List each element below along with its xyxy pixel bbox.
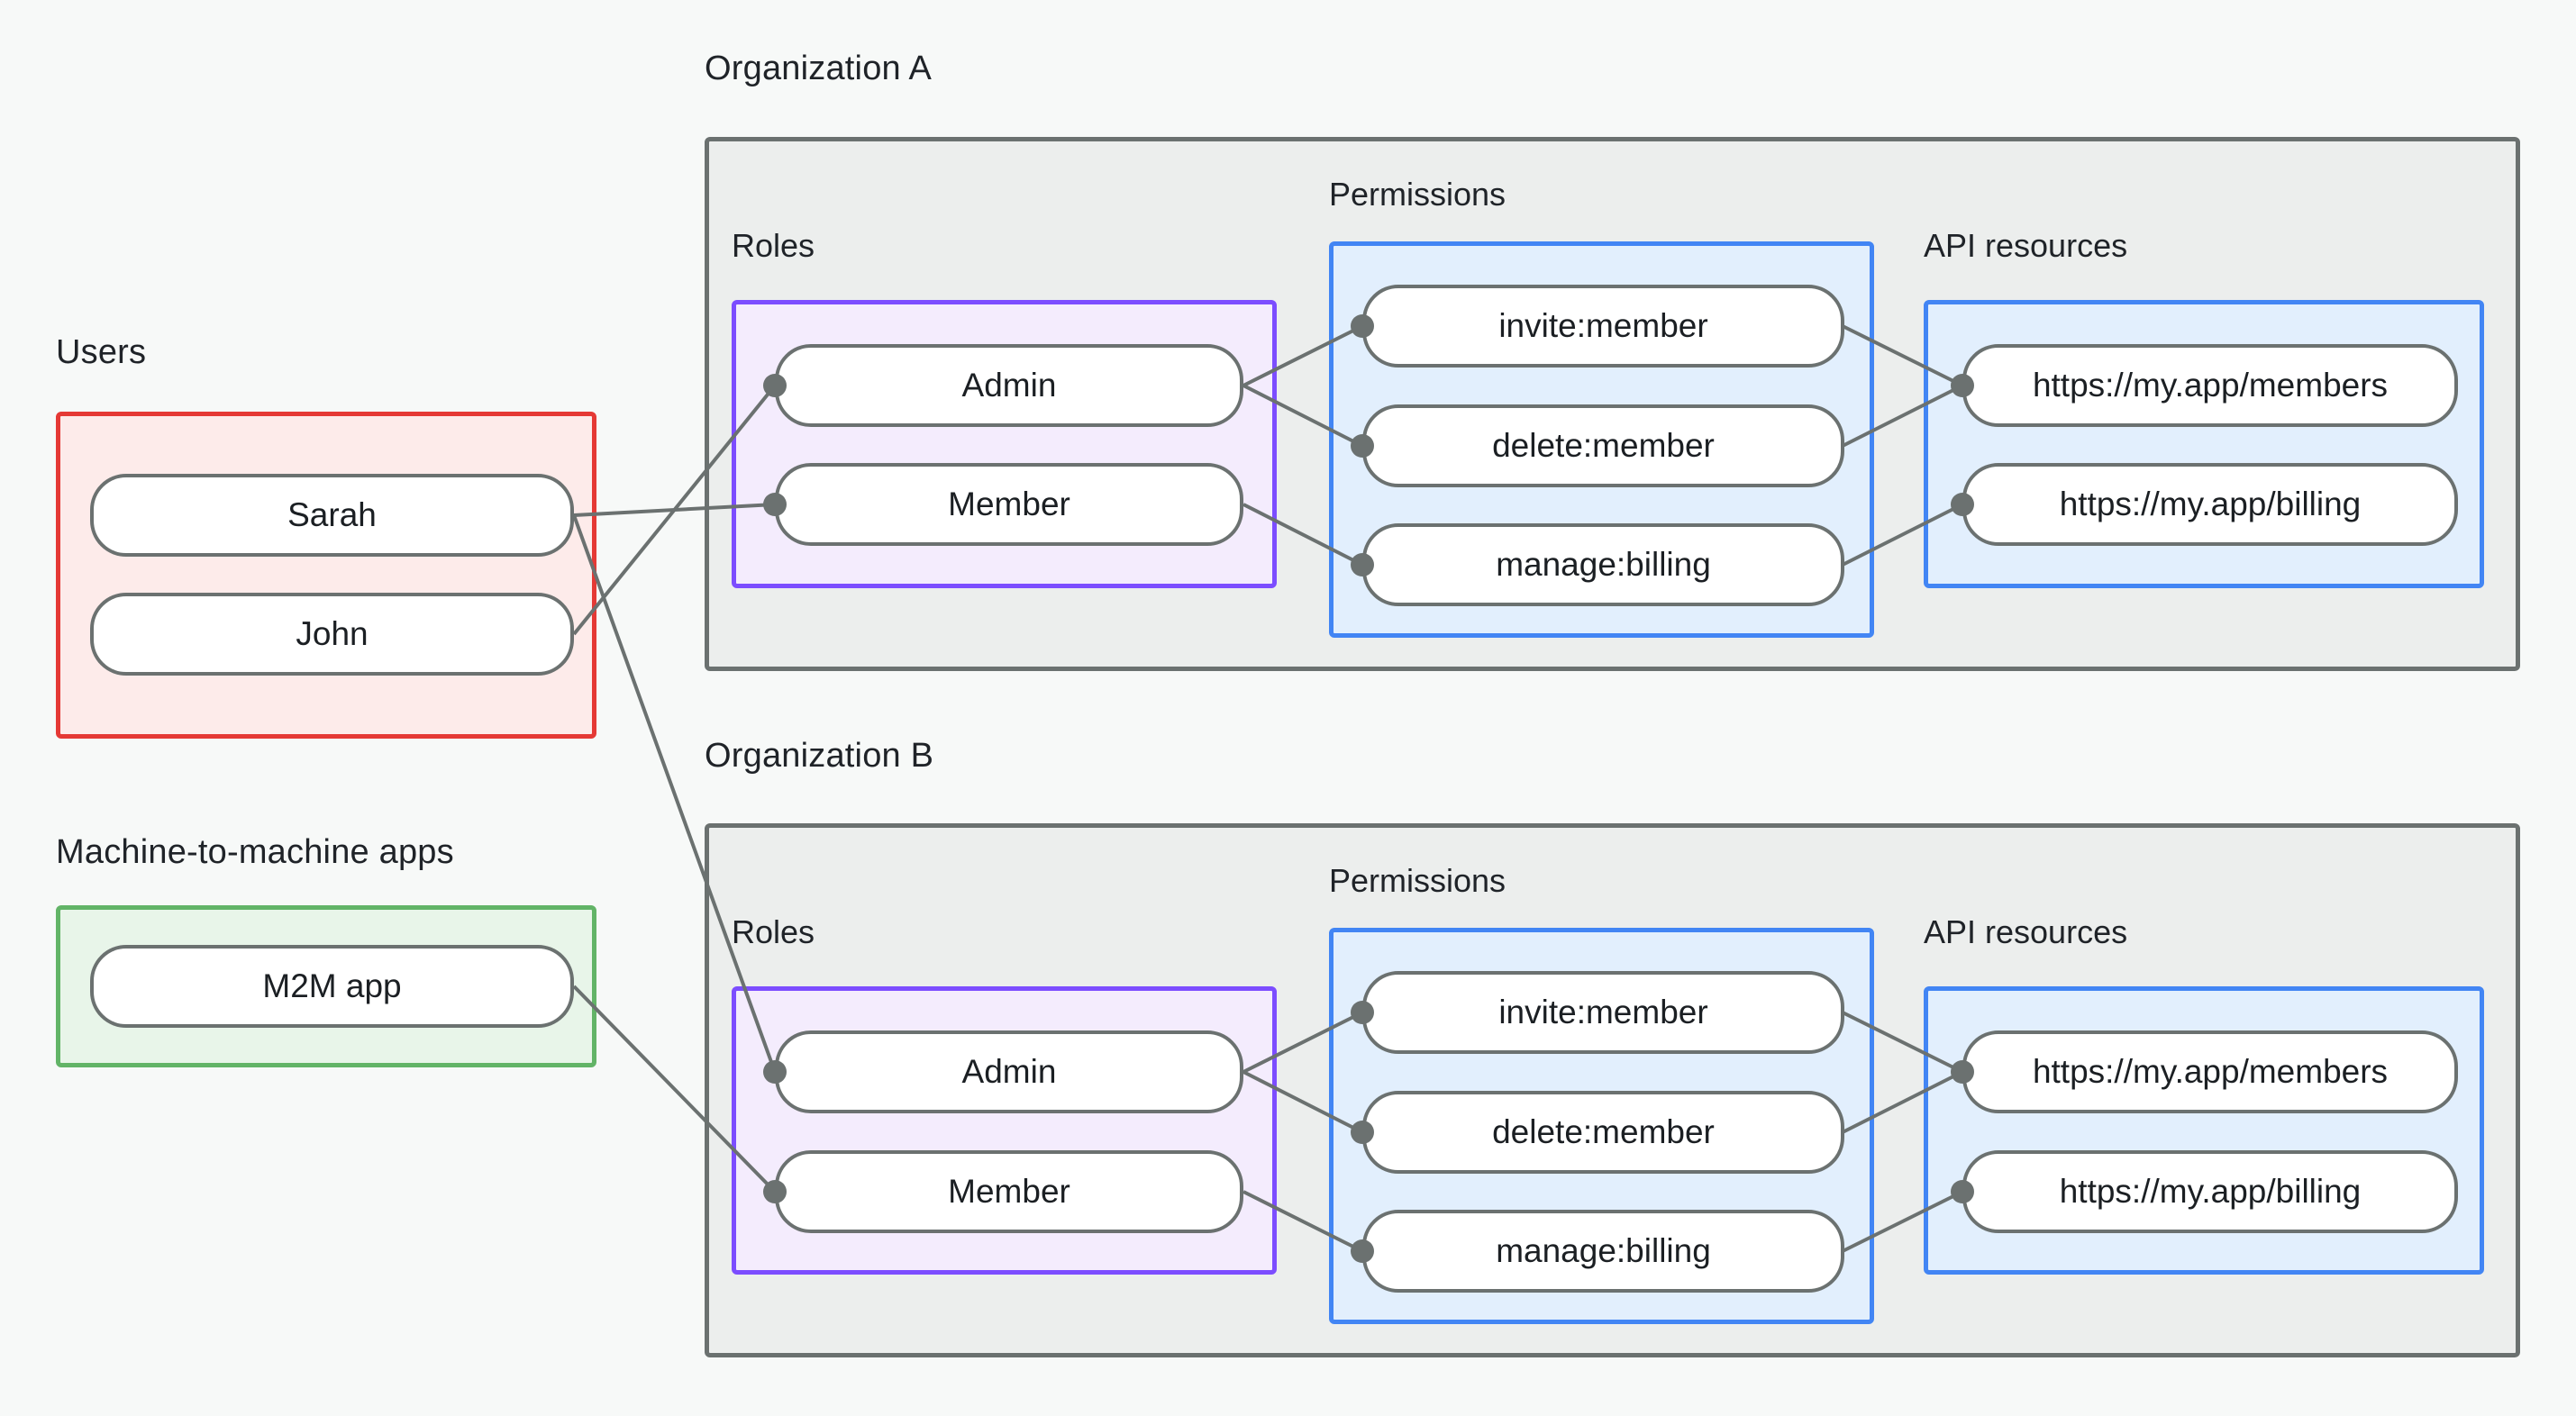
org-a-api-resource-billing[interactable]: https://my.app/billing [1962, 463, 2458, 546]
org-a-permissions-label: Permissions [1329, 176, 1506, 213]
org-a-role-admin[interactable]: Admin [775, 344, 1243, 427]
org-a-api-resources-label: API resources [1924, 227, 2128, 264]
pill-label: delete:member [1492, 1113, 1715, 1150]
org-b-permission-delete-member[interactable]: delete:member [1362, 1091, 1844, 1174]
pill-label: Admin [961, 367, 1057, 404]
pill-label: Member [948, 1173, 1070, 1210]
pill-label: invite:member [1498, 307, 1708, 344]
m2m-label: Machine-to-machine apps [56, 833, 454, 871]
pill-label: manage:billing [1496, 546, 1711, 583]
org-b-permission-manage-billing[interactable]: manage:billing [1362, 1210, 1844, 1293]
pill-label: delete:member [1492, 427, 1715, 464]
org-b-roles-label: Roles [732, 913, 815, 950]
pill-label: https://my.app/members [2032, 1053, 2389, 1090]
pill-label: invite:member [1498, 994, 1708, 1030]
users-frame [56, 412, 596, 739]
pill-label: Admin [961, 1053, 1057, 1090]
org-b-permission-invite-member[interactable]: invite:member [1362, 971, 1844, 1054]
pill-label: M2M app [262, 967, 402, 1004]
m2m-app[interactable]: M2M app [90, 945, 574, 1028]
org-b-role-member[interactable]: Member [775, 1150, 1243, 1233]
org-b-permissions-label: Permissions [1329, 862, 1506, 899]
org-a-permission-invite-member[interactable]: invite:member [1362, 285, 1844, 368]
pill-label: https://my.app/members [2032, 367, 2389, 404]
org-a-label: Organization A [705, 50, 933, 87]
org-a-role-member[interactable]: Member [775, 463, 1243, 546]
org-b-api-resources-label: API resources [1924, 913, 2128, 950]
user-sarah[interactable]: Sarah [90, 474, 574, 557]
org-a-roles-label: Roles [732, 227, 815, 264]
pill-label: John [296, 615, 369, 652]
org-b-label: Organization B [705, 737, 934, 775]
users-label: Users [56, 333, 147, 371]
user-john[interactable]: John [90, 593, 574, 676]
org-b-role-admin[interactable]: Admin [775, 1030, 1243, 1113]
pill-label: https://my.app/billing [2059, 1173, 2362, 1210]
pill-label: https://my.app/billing [2059, 486, 2362, 522]
pill-label: manage:billing [1496, 1232, 1711, 1269]
org-a-permission-manage-billing[interactable]: manage:billing [1362, 523, 1844, 606]
org-b-api-resource-billing[interactable]: https://my.app/billing [1962, 1150, 2458, 1233]
pill-label: Member [948, 486, 1070, 522]
org-a-permission-delete-member[interactable]: delete:member [1362, 404, 1844, 487]
pill-label: Sarah [287, 496, 377, 533]
org-a-api-resource-members[interactable]: https://my.app/members [1962, 344, 2458, 427]
org-b-api-resource-members[interactable]: https://my.app/members [1962, 1030, 2458, 1113]
